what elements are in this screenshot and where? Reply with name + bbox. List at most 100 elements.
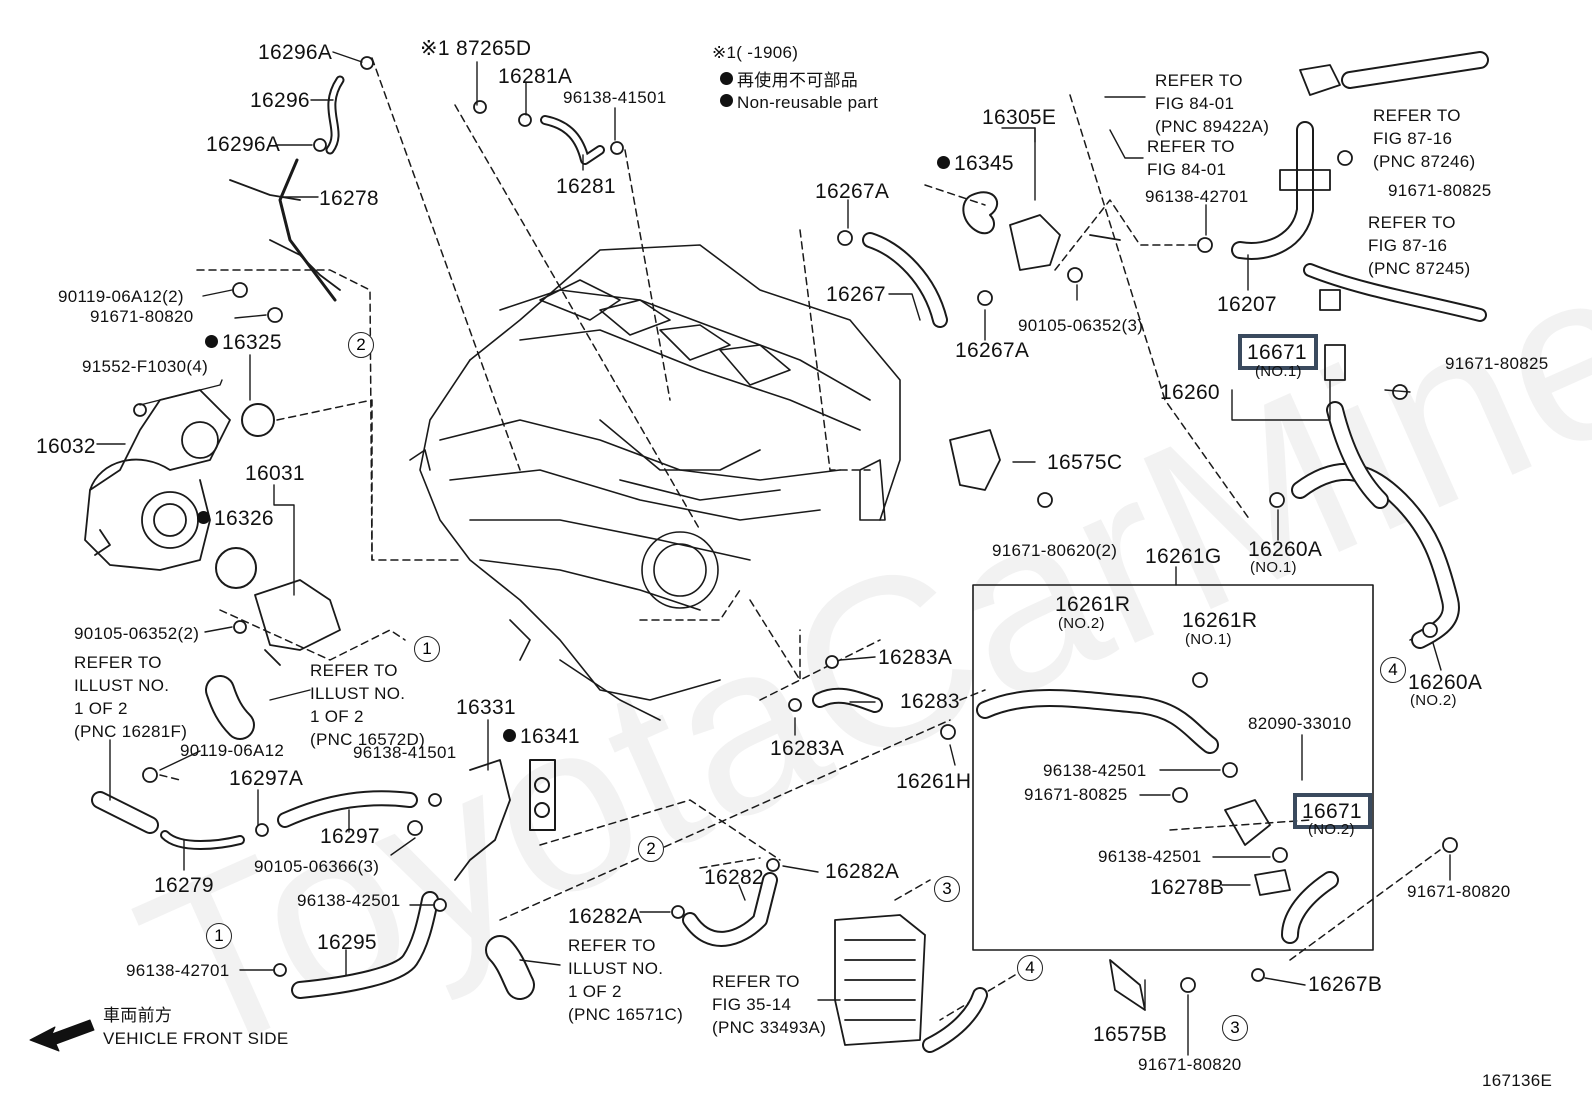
part-label-16325[interactable]: 16325 [205, 332, 282, 353]
part-label-16283A-top[interactable]: 16283A [878, 646, 953, 669]
direction-label-jp: 車両前方 [103, 1006, 173, 1025]
part-label-91671-80820-a[interactable]: 91671-80820 [90, 307, 194, 326]
part-label-16671-no1[interactable]: 16671 [1247, 341, 1307, 364]
part-label-16261R-no1[interactable]: 16261R [1182, 609, 1258, 632]
part-label-16283A-bottom[interactable]: 16283A [770, 737, 845, 760]
part-label-96138-41501-a[interactable]: 96138-41501 [563, 88, 667, 107]
reference-illust-16281F[interactable]: REFER TO ILLUST NO. 1 OF 2 (PNC 16281F) [74, 653, 188, 741]
part-label-87265D[interactable]: ※1 87265D [420, 37, 532, 60]
part-label-96138-42501-b[interactable]: 96138-42501 [1043, 761, 1147, 780]
part-label-16279[interactable]: 16279 [154, 874, 214, 897]
callout-1-lower: 1 [206, 923, 232, 949]
part-label-16260A-no2-sub: (NO.2) [1410, 692, 1457, 709]
front-direction-arrow [29, 1019, 95, 1052]
sub-assembly-box [972, 584, 1374, 951]
part-label-90119-06A12-2[interactable]: 90119-06A12(2) [58, 287, 184, 306]
part-label-16261R-no2[interactable]: 16261R [1055, 593, 1131, 616]
reference-fig-87-16-a[interactable]: REFER TO FIG 87-16 (PNC 87246) [1373, 106, 1476, 171]
part-label-16575B[interactable]: 16575B [1093, 1023, 1168, 1046]
part-label-16261G[interactable]: 16261G [1145, 545, 1222, 568]
part-label-16261H[interactable]: 16261H [896, 770, 972, 793]
part-label-16282A-right[interactable]: 16282A [825, 860, 900, 883]
direction-label-en: VEHICLE FRONT SIDE [103, 1029, 289, 1048]
part-label-91671-80825-a[interactable]: 91671-80825 [1388, 181, 1492, 200]
part-label-96138-42501-c[interactable]: 96138-42501 [1098, 847, 1202, 866]
fasteners [133, 56, 1458, 993]
part-label-16267A-top[interactable]: 16267A [815, 180, 890, 203]
part-label-16297[interactable]: 16297 [320, 825, 380, 848]
part-label-16331[interactable]: 16331 [456, 696, 516, 719]
part-label-91671-80620-2[interactable]: 91671-80620(2) [992, 541, 1118, 560]
callout-2-middle: 2 [638, 836, 664, 862]
part-label-16267[interactable]: 16267 [826, 283, 886, 306]
part-label-16032[interactable]: 16032 [36, 435, 96, 458]
callout-3-bottom: 3 [1222, 1015, 1248, 1041]
part-label-16575C[interactable]: 16575C [1047, 451, 1123, 474]
part-label-91671-80820-c[interactable]: 91671-80820 [1138, 1055, 1242, 1074]
part-label-16281[interactable]: 16281 [556, 175, 616, 198]
part-label-16345[interactable]: 16345 [937, 153, 1014, 174]
part-label-16282A-left[interactable]: 16282A [568, 905, 643, 928]
part-label-91671-80820-b[interactable]: 91671-80820 [1407, 882, 1511, 901]
part-label-91671-80825-b[interactable]: 91671-80825 [1445, 354, 1549, 373]
part-label-16207[interactable]: 16207 [1217, 293, 1277, 316]
part-label-16671-no2-sub: (NO.2) [1308, 821, 1355, 838]
gaskets [215, 191, 999, 831]
part-label-16261R-no2-sub: (NO.2) [1058, 615, 1105, 632]
part-label-91671-80825-c[interactable]: 91671-80825 [1024, 785, 1128, 804]
part-label-16671-no1-sub: (NO.1) [1255, 363, 1302, 380]
part-label-90119-06A12[interactable]: 90119-06A12 [180, 741, 285, 760]
reference-fig-84-01-b[interactable]: REFER TO FIG 84-01 [1147, 137, 1235, 179]
part-label-16297A[interactable]: 16297A [229, 767, 304, 790]
part-label-16260A-no1-sub: (NO.1) [1250, 559, 1297, 576]
part-label-16278B[interactable]: 16278B [1150, 876, 1225, 899]
highlight-box-16671-no2 [1293, 793, 1372, 829]
solid-leaders [96, 51, 1451, 1056]
part-label-16281A[interactable]: 16281A [498, 65, 573, 88]
part-label-16326[interactable]: 16326 [197, 508, 274, 529]
reference-fig-87-16-b[interactable]: REFER TO FIG 87-16 (PNC 87245) [1368, 213, 1471, 278]
part-label-16296A-bottom[interactable]: 16296A [206, 133, 281, 156]
part-label-96138-42501-a[interactable]: 96138-42501 [297, 891, 401, 910]
part-label-96138-42701-a[interactable]: 96138-42701 [1145, 187, 1249, 206]
callout-1-upper: 1 [414, 636, 440, 662]
callout-3-middle: 3 [934, 876, 960, 902]
part-label-16260A-no2[interactable]: 16260A [1408, 671, 1483, 694]
part-label-16260[interactable]: 16260 [1160, 381, 1220, 404]
part-label-90105-06366-3[interactable]: 90105-06366(3) [254, 857, 380, 876]
reference-illust-16572D[interactable]: REFER TO ILLUST NO. 1 OF 2 (PNC 16572D) [310, 661, 426, 749]
figure-code: 167136E [1482, 1071, 1553, 1090]
part-label-16341[interactable]: 16341 [503, 726, 580, 747]
part-label-16267B[interactable]: 16267B [1308, 973, 1383, 996]
part-label-16278[interactable]: 16278 [319, 187, 379, 210]
reference-fig-35-14[interactable]: REFER TO FIG 35-14 (PNC 33493A) [712, 972, 827, 1037]
part-label-16282[interactable]: 16282 [704, 866, 764, 889]
part-label-16260A-no1[interactable]: 16260A [1248, 538, 1323, 561]
reference-fig-84-01-a[interactable]: REFER TO FIG 84-01 (PNC 89422A) [1155, 71, 1270, 136]
part-label-82090-33010[interactable]: 82090-33010 [1248, 714, 1352, 733]
callout-2-left: 2 [348, 332, 374, 358]
part-label-90105-06352-2[interactable]: 90105-06352(2) [74, 624, 200, 643]
engine-block [409, 244, 901, 721]
reference-illust-16571C[interactable]: REFER TO ILLUST NO. 1 OF 2 (PNC 16571C) [568, 936, 684, 1024]
part-label-16261R-no1-sub: (NO.1) [1185, 631, 1232, 648]
part-label-96138-41501-b[interactable]: 96138-41501 [353, 743, 457, 762]
part-label-16305E[interactable]: 16305E [982, 106, 1057, 129]
part-label-16267A-bottom[interactable]: 16267A [955, 339, 1030, 362]
part-label-16296[interactable]: 16296 [250, 89, 310, 112]
legend-line-jp: 再使用不可部品 [720, 72, 858, 89]
water-pump-housing [84, 389, 231, 571]
part-label-16295[interactable]: 16295 [317, 931, 377, 954]
callout-4-right: 4 [1380, 657, 1406, 683]
part-label-16031[interactable]: 16031 [245, 462, 305, 485]
part-label-16671-no2[interactable]: 16671 [1302, 800, 1362, 823]
part-label-96138-42701-b[interactable]: 96138-42701 [126, 961, 230, 980]
part-label-91552-F1030-4[interactable]: 91552-F1030(4) [82, 357, 209, 376]
part-label-90105-06352-3[interactable]: 90105-06352(3) [1018, 316, 1144, 335]
part-label-16296A-top[interactable]: 16296A [258, 41, 333, 64]
hoses [91, 51, 1489, 1053]
part-label-16283[interactable]: 16283 [900, 690, 960, 713]
highlight-box-16671-no1 [1238, 334, 1318, 370]
callout-4-bottom: 4 [1017, 955, 1043, 981]
